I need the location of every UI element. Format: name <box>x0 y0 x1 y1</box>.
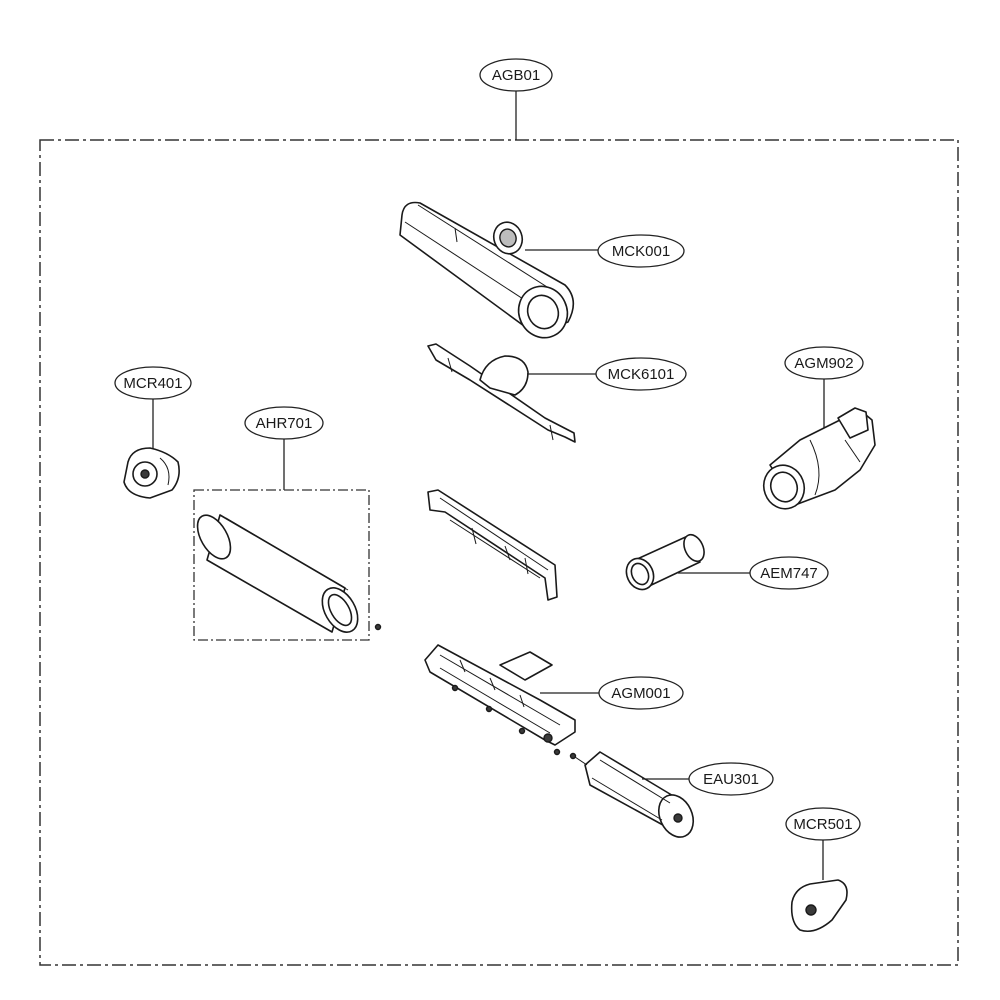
label-agb01[interactable]: AGB01 <box>479 58 553 92</box>
label-agm001-text: AGM001 <box>611 685 670 702</box>
part-agm001-drawing <box>424 644 576 756</box>
label-mck6101-text: MCK6101 <box>608 366 675 383</box>
label-aem747-text: AEM747 <box>760 565 818 582</box>
label-aem747[interactable]: AEM747 <box>749 556 829 590</box>
part-mcr401-drawing <box>123 447 180 499</box>
label-mcr501[interactable]: MCR501 <box>785 807 861 841</box>
label-mcr401[interactable]: MCR401 <box>114 366 192 400</box>
label-ahr701[interactable]: AHR701 <box>244 406 324 440</box>
label-eau301-text: EAU301 <box>703 771 759 788</box>
label-mcr501-text: MCR501 <box>793 816 852 833</box>
label-ahr701-text: AHR701 <box>256 415 313 432</box>
label-mck001-text: MCK001 <box>612 243 670 260</box>
label-agm902-text: AGM902 <box>794 355 853 372</box>
label-mck001[interactable]: MCK001 <box>597 234 685 268</box>
label-eau301[interactable]: EAU301 <box>688 762 774 796</box>
part-agm902-drawing <box>762 407 876 510</box>
part-middle-bracket-drawing <box>427 489 558 601</box>
label-agm001[interactable]: AGM001 <box>598 676 684 710</box>
label-agb01-text: AGB01 <box>492 67 540 84</box>
label-mck6101[interactable]: MCK6101 <box>595 357 687 391</box>
part-mck001-drawing <box>399 201 575 339</box>
assembly-boundary <box>39 139 959 966</box>
part-mcr501-drawing <box>790 879 848 933</box>
label-agm902[interactable]: AGM902 <box>784 346 864 380</box>
part-ahr701-drawing <box>196 514 382 633</box>
part-aem747-drawing <box>625 533 705 591</box>
label-mcr401-text: MCR401 <box>123 375 182 392</box>
part-eau301-drawing <box>569 751 695 838</box>
part-mck6101-drawing <box>427 343 576 443</box>
